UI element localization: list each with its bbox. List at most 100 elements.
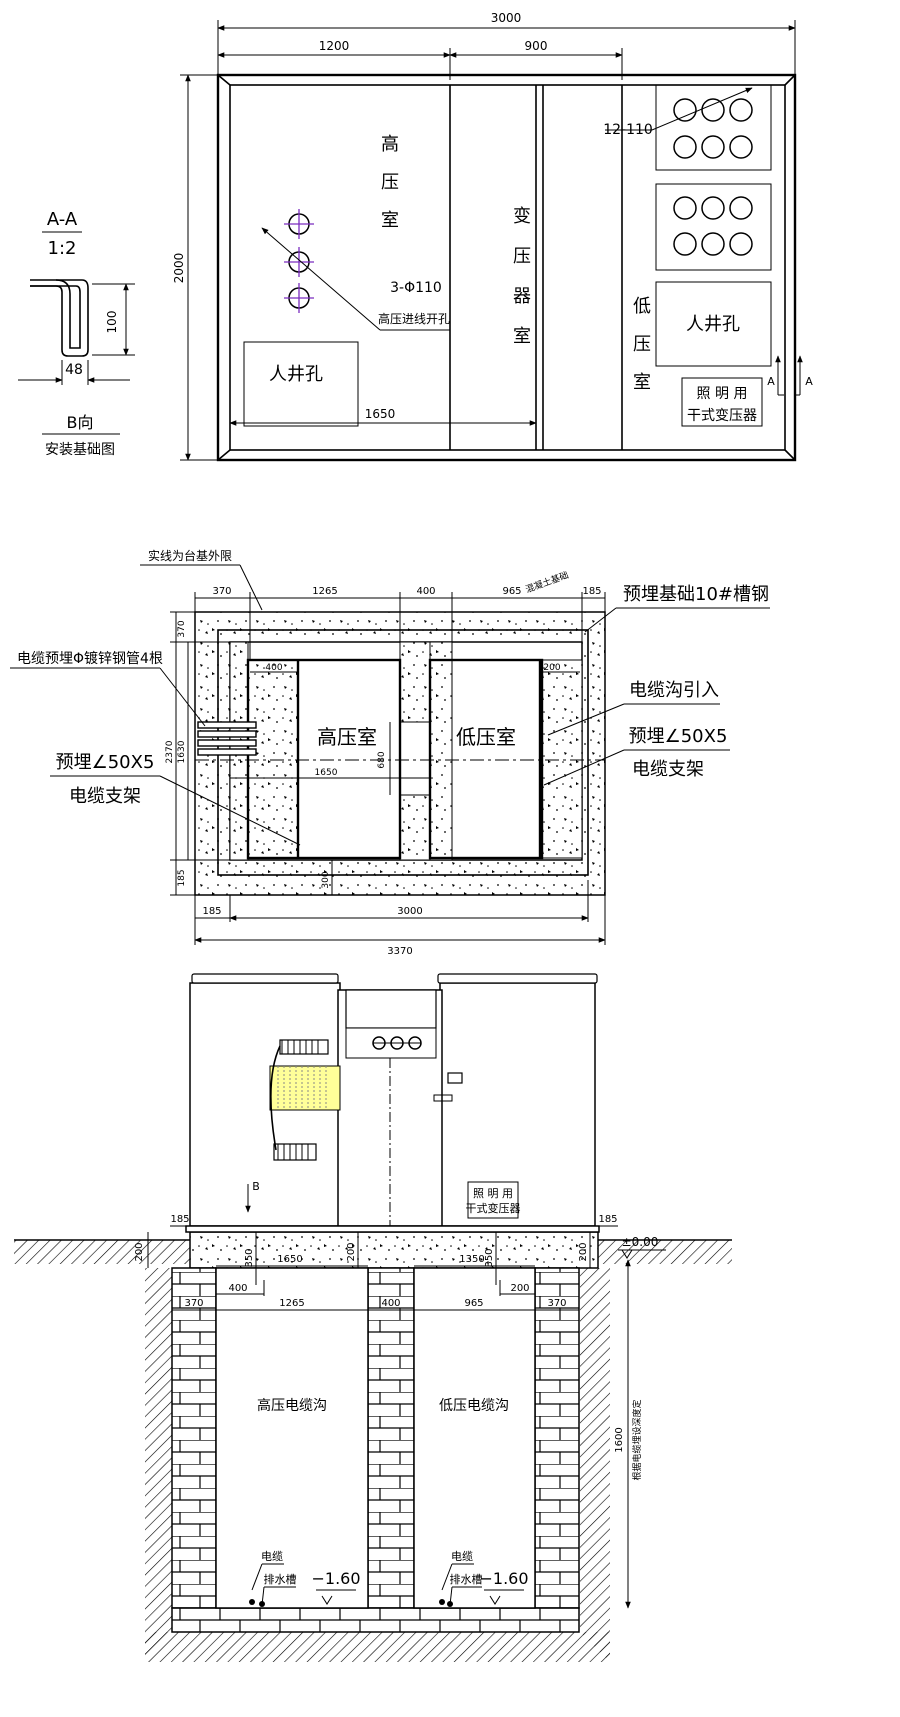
fd-left-3: 185	[177, 869, 187, 886]
manhole-right-label: 人井孔	[686, 314, 740, 335]
high-trench-label: 高压电缆沟	[257, 1397, 327, 1414]
elev-lighting-line1: 照 明 用	[473, 1187, 513, 1200]
outer-limit-note: 实线为台基外限	[148, 548, 232, 563]
fd-left-1: 1630	[177, 740, 187, 763]
fd-inner-300: 300	[321, 871, 331, 888]
elev-base-1: 1265	[279, 1298, 304, 1309]
depth-note: 根据电缆埋设深度定	[631, 1399, 643, 1480]
low-trench-label: 低压电缆沟	[439, 1398, 509, 1414]
elev-dim-w200: 200	[510, 1283, 529, 1294]
manhole-left	[243, 341, 359, 427]
fd-bottom-185: 185	[202, 906, 221, 917]
dim-bottom: 1650	[365, 407, 396, 421]
plan-view: 3000 1200 900 2000 1650 高 压 室 变 压	[172, 11, 813, 462]
lighting-line1: 照 明 用	[697, 386, 748, 402]
level-bottom-left: −1.60	[311, 1569, 360, 1588]
high-room-label: 高 压 室	[381, 134, 399, 231]
elev-b-mark: B	[252, 1180, 260, 1193]
hole-panel-top	[655, 84, 772, 171]
fd-top-3: 965	[502, 586, 521, 597]
section-mark-right: A	[805, 375, 813, 388]
cable-label-right: 电缆	[451, 1550, 473, 1563]
holes-label: 12-110	[603, 122, 653, 138]
drain-label-left: 排水槽	[264, 1572, 297, 1586]
fd-label-channel: 预埋基础10#槽钢	[623, 584, 769, 605]
svg-text:室: 室	[633, 372, 651, 393]
elev-dim-h200b: 200	[346, 1242, 357, 1261]
incoming-cable-holes	[284, 209, 314, 313]
fd-left-0: 370	[177, 620, 187, 637]
dim-height: 2000	[172, 253, 186, 284]
fd-top-4: 185	[582, 586, 601, 597]
svg-text:器: 器	[513, 286, 531, 307]
detail-title: A-A	[47, 209, 78, 230]
plan-inner-frame	[229, 84, 786, 451]
hole-panel-bottom	[655, 183, 772, 271]
section-mark-left: A	[767, 375, 775, 388]
fd-inner-200: 200	[543, 663, 560, 673]
elev-dim-h350b: 350	[484, 1248, 495, 1267]
elev-dim-w1350: 1350	[459, 1254, 484, 1265]
fd-inner-680: 680	[377, 751, 387, 768]
fd-inner-1650: 1650	[315, 768, 338, 778]
level-top: ±0.00	[622, 1235, 659, 1249]
elev-dim-h350a: 350	[244, 1248, 255, 1267]
fd-inner-400: 400	[265, 663, 282, 673]
fd-label-cable-in: 电缆沟引入	[629, 680, 719, 701]
dim-mid-width: 900	[525, 39, 548, 53]
fd-bottom-3000: 3000	[397, 906, 422, 917]
fd-top-2: 400	[416, 586, 435, 597]
svg-text:压: 压	[513, 246, 531, 267]
drain-label-right: 排水槽	[450, 1572, 483, 1586]
lighting-transformer-box	[681, 377, 763, 427]
elev-base-4: 370	[547, 1298, 566, 1309]
channel-profile	[30, 279, 89, 357]
lighting-line2: 干式变压器	[687, 408, 757, 424]
svg-text:高: 高	[381, 134, 399, 155]
svg-text:低: 低	[633, 296, 651, 317]
detail-view: B向	[67, 413, 94, 432]
dim-left-width: 1200	[319, 39, 350, 53]
fd-bottom-3370: 3370	[387, 946, 412, 957]
svg-text:室: 室	[381, 210, 399, 231]
detail-caption: 安装基础图	[45, 441, 115, 458]
incoming-spec: 3-Φ110	[390, 280, 442, 296]
level-bottom-right: −1.60	[479, 1569, 528, 1588]
high-room-outline	[246, 658, 402, 860]
low-voltage-holes	[673, 98, 753, 256]
detail-aa: A-A 1:2 100 48 B向 安装基础图	[18, 209, 135, 458]
hv-insulators	[269, 1039, 341, 1161]
elev-dim-h200a: 200	[134, 1242, 145, 1261]
elev-dim-w1650: 1650	[277, 1254, 302, 1265]
cable-label-left: 电缆	[261, 1550, 283, 1563]
embedded-conduits	[197, 721, 257, 756]
transformer-room-label: 变 压 器 室	[513, 206, 531, 347]
manhole-left-label: 人井孔	[269, 364, 323, 385]
fd-top-0: 370	[212, 586, 231, 597]
fd-top-1: 1265	[312, 586, 337, 597]
foundation-high-room: 高压室	[317, 725, 377, 749]
fd-left-2: 2370	[165, 740, 175, 763]
elev-lighting-line2: 干式变压器	[466, 1201, 521, 1215]
svg-text:压: 压	[633, 334, 651, 355]
elev-base-0: 370	[184, 1298, 203, 1309]
elev-dim-h200c: 200	[578, 1242, 589, 1261]
elevation-view: 照 明 用 干式变压器 B 185 185 200 350 200 350 20…	[14, 973, 732, 1662]
plan-outer-frame	[216, 73, 797, 462]
fd-label-support-left: 电缆支架	[69, 786, 141, 807]
fd-label-angle-left: 预埋∠50X5	[56, 752, 155, 773]
foundation-plan: 高压室 低压室 370 1265 400 965 185 混凝土基础 实线为台基…	[10, 548, 770, 957]
foundation-low-room: 低压室	[456, 725, 516, 749]
incoming-label: 高压进线开孔	[378, 311, 450, 326]
manhole-right	[655, 281, 772, 367]
detail-scale: 1:2	[48, 238, 77, 259]
elev-dim-left185: 185	[170, 1214, 189, 1225]
svg-text:室: 室	[513, 326, 531, 347]
fd-tiny-note: 混凝土基础	[524, 569, 570, 596]
elev-base-3: 965	[464, 1298, 483, 1309]
svg-text:变: 变	[513, 206, 531, 227]
elev-depth: 1600	[614, 1427, 625, 1452]
fd-label-conduit: 电缆预埋Φ镀锌钢管4根	[17, 650, 163, 667]
detail-dim-w: 48	[65, 362, 83, 378]
svg-text:压: 压	[381, 172, 399, 193]
